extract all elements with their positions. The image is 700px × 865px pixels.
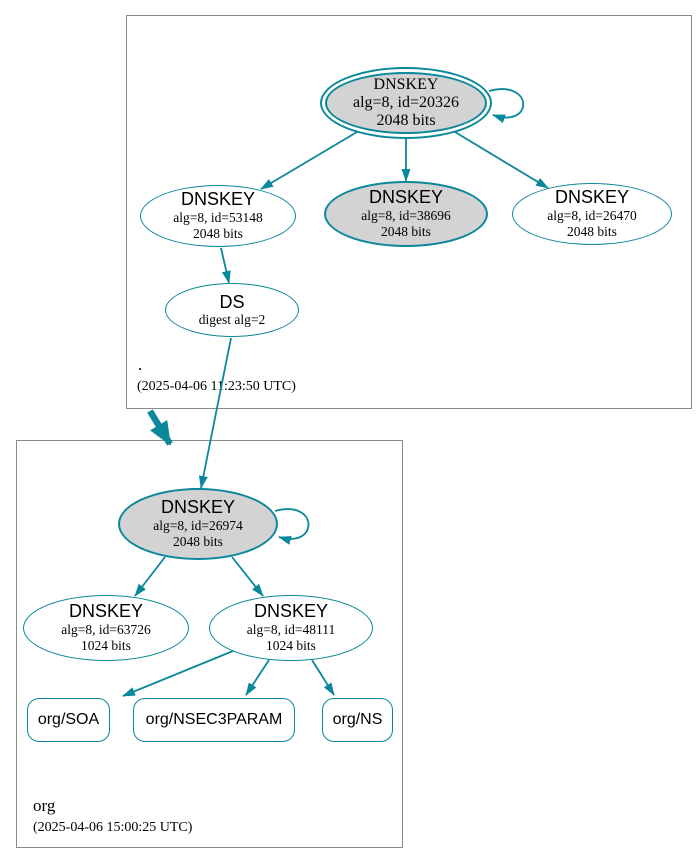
node-bits: 2048 bits bbox=[376, 112, 436, 129]
node-rrset-org-soa[interactable]: org/SOA bbox=[27, 698, 110, 742]
node-dnskey-63726[interactable]: DNSKEY alg=8, id=63726 1024 bits bbox=[23, 595, 189, 661]
node-attrs: alg=8, id=20326 bbox=[352, 94, 460, 111]
node-title: DS bbox=[219, 291, 245, 312]
zone-name-org: org bbox=[33, 796, 56, 815]
node-attrs: alg=8, id=38696 bbox=[361, 208, 451, 224]
node-dnskey-26974[interactable]: DNSKEY alg=8, id=26974 2048 bits bbox=[118, 488, 278, 560]
zone-name-root: . bbox=[138, 355, 143, 374]
node-attrs: alg=8, id=48111 bbox=[246, 622, 336, 638]
node-attrs: alg=8, id=53148 bbox=[173, 210, 263, 226]
node-title: DNSKEY bbox=[68, 601, 144, 622]
node-dnskey-20326-inner: DNSKEY alg=8, id=20326 2048 bits bbox=[325, 72, 487, 134]
node-bits: 2048 bits bbox=[173, 534, 223, 550]
node-rrset-org-ns[interactable]: org/NS bbox=[322, 698, 393, 742]
node-attrs: digest alg=2 bbox=[198, 312, 266, 328]
node-dnskey-53148[interactable]: DNSKEY alg=8, id=53148 2048 bits bbox=[140, 185, 296, 247]
node-title: DNSKEY bbox=[160, 497, 236, 518]
rrset-label: org/NSEC3PARAM bbox=[145, 711, 283, 728]
node-dnskey-48111[interactable]: DNSKEY alg=8, id=48111 1024 bits bbox=[209, 595, 373, 661]
node-attrs: alg=8, id=26974 bbox=[153, 518, 243, 534]
node-title: DNSKEY bbox=[554, 187, 630, 208]
rrset-label: org/SOA bbox=[37, 711, 100, 728]
node-attrs: alg=8, id=26470 bbox=[547, 208, 637, 224]
node-dnskey-20326[interactable]: DNSKEY alg=8, id=20326 2048 bits bbox=[320, 67, 492, 139]
node-title: DNSKEY bbox=[373, 76, 439, 93]
rrset-label: org/NS bbox=[332, 711, 383, 728]
node-bits: 2048 bits bbox=[193, 226, 243, 242]
node-bits: 2048 bits bbox=[381, 224, 431, 240]
node-rrset-org-nsec3param[interactable]: org/NSEC3PARAM bbox=[133, 698, 295, 742]
node-bits: 1024 bits bbox=[266, 638, 316, 654]
node-title: DNSKEY bbox=[253, 601, 329, 622]
node-dnskey-38696[interactable]: DNSKEY alg=8, id=38696 2048 bits bbox=[324, 181, 488, 247]
node-ds-root[interactable]: DS digest alg=2 bbox=[165, 283, 299, 337]
node-bits: 1024 bits bbox=[81, 638, 131, 654]
zone-timestamp-root: (2025-04-06 11:23:50 UTC) bbox=[137, 379, 296, 394]
node-title: DNSKEY bbox=[368, 187, 444, 208]
node-dnskey-26470[interactable]: DNSKEY alg=8, id=26470 2048 bits bbox=[512, 183, 672, 245]
zone-timestamp-org: (2025-04-06 15:00:25 UTC) bbox=[33, 820, 193, 835]
node-title: DNSKEY bbox=[180, 189, 256, 210]
node-attrs: alg=8, id=63726 bbox=[61, 622, 151, 638]
node-bits: 2048 bits bbox=[567, 224, 617, 240]
